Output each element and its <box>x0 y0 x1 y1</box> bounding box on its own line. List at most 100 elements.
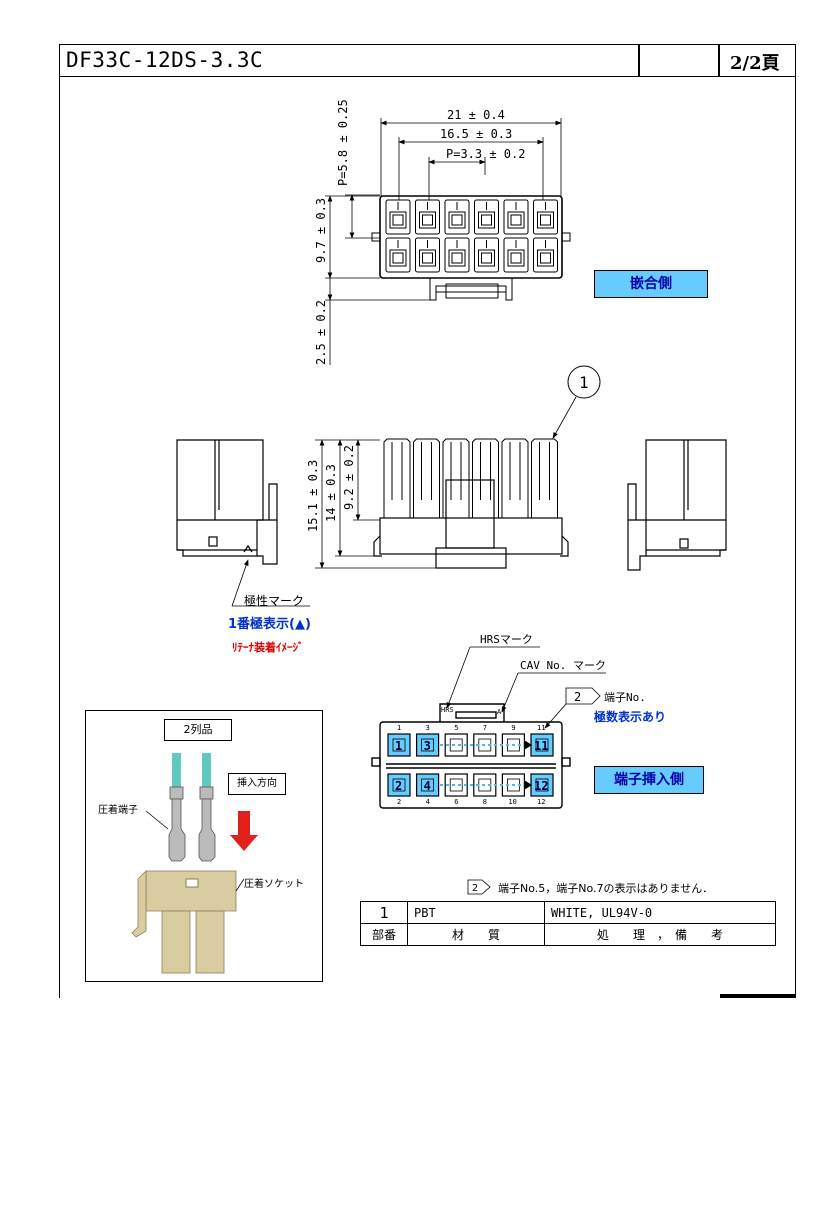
dim-height-front: 9.7 ± 0.3 <box>314 198 328 263</box>
cavity <box>385 237 411 273</box>
material-cell: PBT <box>407 901 545 924</box>
cavity <box>415 199 440 235</box>
crimp-illustration-panel: 2列品 挿入方向 圧着端子 圧着ソケット <box>85 710 323 982</box>
a-small-mark: A <box>497 708 502 716</box>
terminal-cavity: 10 <box>501 773 525 806</box>
page-number: 2/2頁 <box>730 53 780 74</box>
hrs-mark-label: HRSマーク <box>480 633 533 646</box>
polarity-mark-label: 極性マーク <box>244 594 305 608</box>
two-row-label: 2列品 <box>183 723 213 736</box>
terminal-no-label: 端子No. <box>604 691 646 704</box>
cavity-number: 11 <box>537 724 545 732</box>
part-balloon: 1 <box>579 373 589 392</box>
dim-height-body: 14 ± 0.3 <box>324 464 338 522</box>
dim-pitch-h: P=3.3 ± 0.2 <box>446 147 525 161</box>
material-header: 材 質 <box>407 923 545 946</box>
crimp-terminal-label: 圧着端子 <box>98 805 138 816</box>
table-row: 1 PBT WHITE, UL94V-0 <box>360 901 776 924</box>
front-fin <box>472 438 499 518</box>
terminal-cavity: 11 11 <box>530 724 554 757</box>
two-row-label-box: 2列品 <box>164 719 232 741</box>
cavity-number-marked: 1 <box>395 739 402 753</box>
cavity <box>444 199 470 235</box>
cavity-number: 2 <box>397 798 401 806</box>
terminal-cavity: 12 12 <box>530 773 554 806</box>
mating-face-cavities <box>385 199 558 273</box>
retainer-image-label: ﾘﾃｰﾅ装着ｲﾒｰｼﾞ <box>232 641 304 654</box>
terminal-cavity: 33 <box>416 724 440 757</box>
cavity <box>444 237 470 273</box>
front-view <box>373 479 569 569</box>
cavity-number: 1 <box>397 724 401 732</box>
part-no-cell: 1 <box>360 901 408 924</box>
cavity-number: 7 <box>483 724 487 732</box>
terminal-cavity: 5 <box>444 724 468 757</box>
remarks-cell: WHITE, UL94V-0 <box>544 901 776 924</box>
front-view-fins <box>383 438 558 518</box>
cavity-number-marked: 4 <box>424 779 431 793</box>
cavity-number: 10 <box>508 798 516 806</box>
insert-direction-label: 挿入方向 <box>237 778 277 789</box>
cavity-number: 5 <box>454 724 458 732</box>
note-marker-number-2: 2 <box>472 883 478 894</box>
front-fin <box>531 438 558 518</box>
cavity <box>415 237 440 273</box>
cavity-number: 9 <box>511 724 515 732</box>
cavity-number: 8 <box>483 798 487 806</box>
cavity <box>503 237 529 273</box>
insert-direction-arrow <box>230 811 258 851</box>
header-divider <box>638 45 640 76</box>
right-side-view <box>627 439 727 571</box>
dim-height-total: 15.1 ± 0.3 <box>306 460 320 532</box>
cavity-number: 6 <box>454 798 458 806</box>
mating-face-view <box>371 195 571 301</box>
table-row: 部番 材 質 処 理 ， 備 考 <box>360 923 776 946</box>
left-side-view <box>176 439 278 565</box>
dim-width-total: 21 ± 0.4 <box>447 108 505 122</box>
cav-mark-label: CAV No. マーク <box>520 659 606 672</box>
terminal-cavity: 22 <box>387 773 411 806</box>
dim-bottom-offset: 2.5 ± 0.2 <box>314 300 328 365</box>
terminal-cavity: 11 <box>387 724 411 757</box>
cavity <box>533 237 558 273</box>
cavity <box>533 199 558 235</box>
title-block: DF33C-12DS-3.3C 2/2頁 <box>59 44 796 77</box>
front-fin <box>501 438 529 518</box>
terminal-note: 端子No.5，端子No.7の表示はありません． <box>498 882 714 895</box>
dim-pitch-v: P=5.8 ± 0.25 <box>336 99 350 186</box>
terminal-cavity: 7 <box>473 724 497 757</box>
terminal-cavity: 9 <box>501 724 525 757</box>
dim-width-inner: 16.5 ± 0.3 <box>440 127 512 141</box>
remarks-header: 処 理 ， 備 考 <box>544 923 776 946</box>
terminal-cavity: 8 <box>473 773 497 806</box>
terminal-cavity: 44 <box>416 773 440 806</box>
header-divider <box>718 45 720 76</box>
part-no-header: 部番 <box>360 923 408 946</box>
front-fin <box>442 438 470 518</box>
cavity-number: 12 <box>537 798 545 806</box>
part-number-title: DF33C-12DS-3.3C <box>66 48 264 72</box>
front-fin <box>383 438 411 518</box>
cavity-number-marked: 12 <box>534 779 548 793</box>
hrs-small-mark: HRS <box>441 706 454 714</box>
multi-display-label: 極数表示あり <box>594 710 667 724</box>
cavity-number: 3 <box>426 724 430 732</box>
cavity <box>503 199 529 235</box>
note-marker-number: 2 <box>574 690 581 704</box>
pin1-indicator-label: 1番極表示(▲) <box>228 617 311 632</box>
insert-direction-box: 挿入方向 <box>228 773 286 795</box>
insertion-face-view <box>371 703 571 809</box>
cavity-number-marked: 11 <box>534 739 548 753</box>
numbering-direction-arrow <box>524 780 532 790</box>
numbering-direction-arrow <box>524 740 532 750</box>
terminal-cavity: 6 <box>444 773 468 806</box>
cavity <box>474 237 499 273</box>
cavity-number: 4 <box>426 798 430 806</box>
dim-height-upper: 9.2 ± 0.2 <box>342 445 356 510</box>
crimp-illustration <box>131 753 258 974</box>
front-fin <box>413 438 440 518</box>
mating-side-label: 嵌合側 <box>594 270 708 298</box>
crimp-socket-label: 圧着ソケット <box>244 879 304 890</box>
